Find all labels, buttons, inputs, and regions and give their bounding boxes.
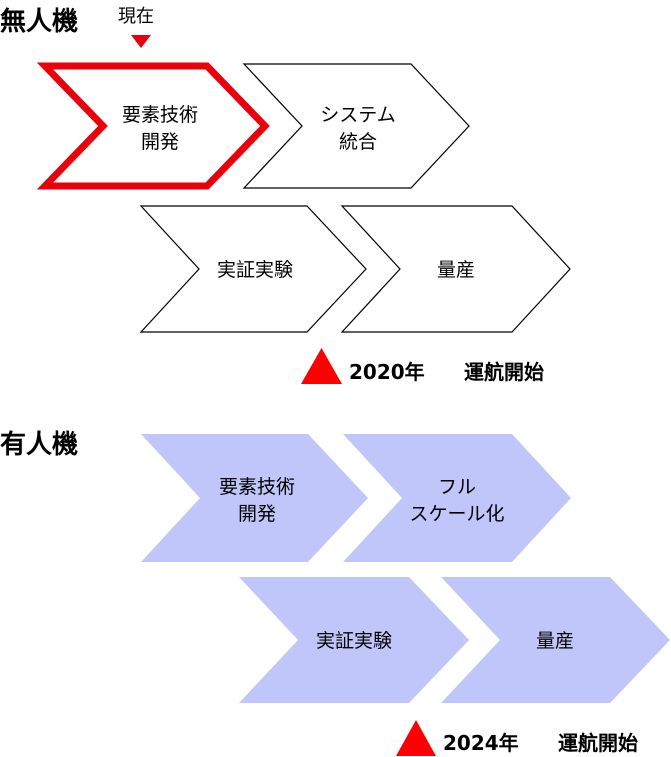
unmanned-step-demonstration: 実証実験 — [139, 205, 367, 333]
unmanned-section-title: 無人機 — [0, 7, 78, 37]
manned-step-tech-dev: 要素技術 開発 — [141, 434, 368, 562]
manned-milestone-year: 2024年 — [443, 731, 519, 755]
manned-step-mass-production-label: 量産 — [536, 630, 574, 652]
unmanned-step-tech-dev-line1: 要素技術 — [122, 104, 198, 126]
manned-step-mass-production: 量産 — [441, 577, 670, 703]
manned-step-demonstration-label: 実証実験 — [316, 630, 392, 652]
unmanned-step-system-integration-line2: 統合 — [339, 131, 377, 153]
unmanned-step-mass-production-label: 量産 — [437, 259, 475, 281]
unmanned-milestone-text: 運航開始 — [464, 360, 544, 384]
unmanned-step-tech-dev: 要素技術 開発 — [36, 62, 270, 190]
unmanned-step-system-integration: システム 統合 — [242, 63, 470, 189]
manned-step-tech-dev-line1: 要素技術 — [219, 476, 295, 498]
manned-section-title: 有人機 — [0, 430, 78, 460]
unmanned-step-tech-dev-line2: 開発 — [141, 131, 179, 153]
current-label: 現在 — [118, 6, 154, 27]
unmanned-milestone-triangle-icon — [301, 348, 342, 384]
manned-step-tech-dev-line2: 開発 — [238, 503, 276, 525]
manned-milestone-text: 運航開始 — [558, 731, 638, 755]
unmanned-step-demonstration-label: 実証実験 — [217, 259, 293, 281]
unmanned-step-mass-production: 量産 — [340, 205, 571, 333]
manned-step-demonstration: 実証実験 — [239, 577, 469, 703]
manned-step-full-scale-line2: スケール化 — [409, 503, 504, 525]
unmanned-milestone-year: 2020年 — [349, 360, 425, 384]
current-marker-icon — [131, 35, 151, 48]
manned-step-full-scale-line1: フル — [438, 476, 476, 498]
manned-step-full-scale: フル スケール化 — [343, 434, 571, 562]
unmanned-step-system-integration-line1: システム — [320, 104, 395, 126]
manned-milestone-triangle-icon — [396, 720, 436, 756]
